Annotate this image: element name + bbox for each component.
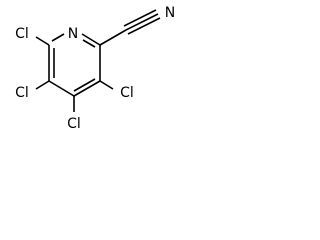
bond-c3-cl	[99, 80, 114, 90]
structure-diagram: N N Cl Cl Cl Cl	[15, 5, 175, 132]
bond-c2-cn	[99, 29, 127, 46]
atom-label-cl-left: Cl	[15, 85, 29, 101]
atom-label-cl-right: Cl	[120, 85, 134, 101]
bond-c6-n1	[51, 33, 65, 42]
bond-n1-c2-inner	[82, 39, 96, 48]
bond-c6-cl	[35, 36, 50, 46]
atom-label-n-nitrile: N	[165, 5, 175, 21]
atom-label-n1: N	[68, 26, 78, 42]
atom-label-cl-top-left: Cl	[15, 26, 29, 42]
bond-n1-c2	[81, 33, 101, 46]
bond-nitrile-3	[127, 17, 161, 35]
atom-label-cl-bottom: Cl	[67, 116, 81, 132]
bond-nitrile-1	[125, 13, 159, 31]
bond-c3-c4-inner	[73, 78, 96, 92]
bond-c3-c4	[73, 80, 101, 97]
bond-c5-cl	[35, 80, 50, 90]
bond-c4-c5	[48, 80, 75, 97]
bond-nitrile-2	[123, 9, 157, 27]
